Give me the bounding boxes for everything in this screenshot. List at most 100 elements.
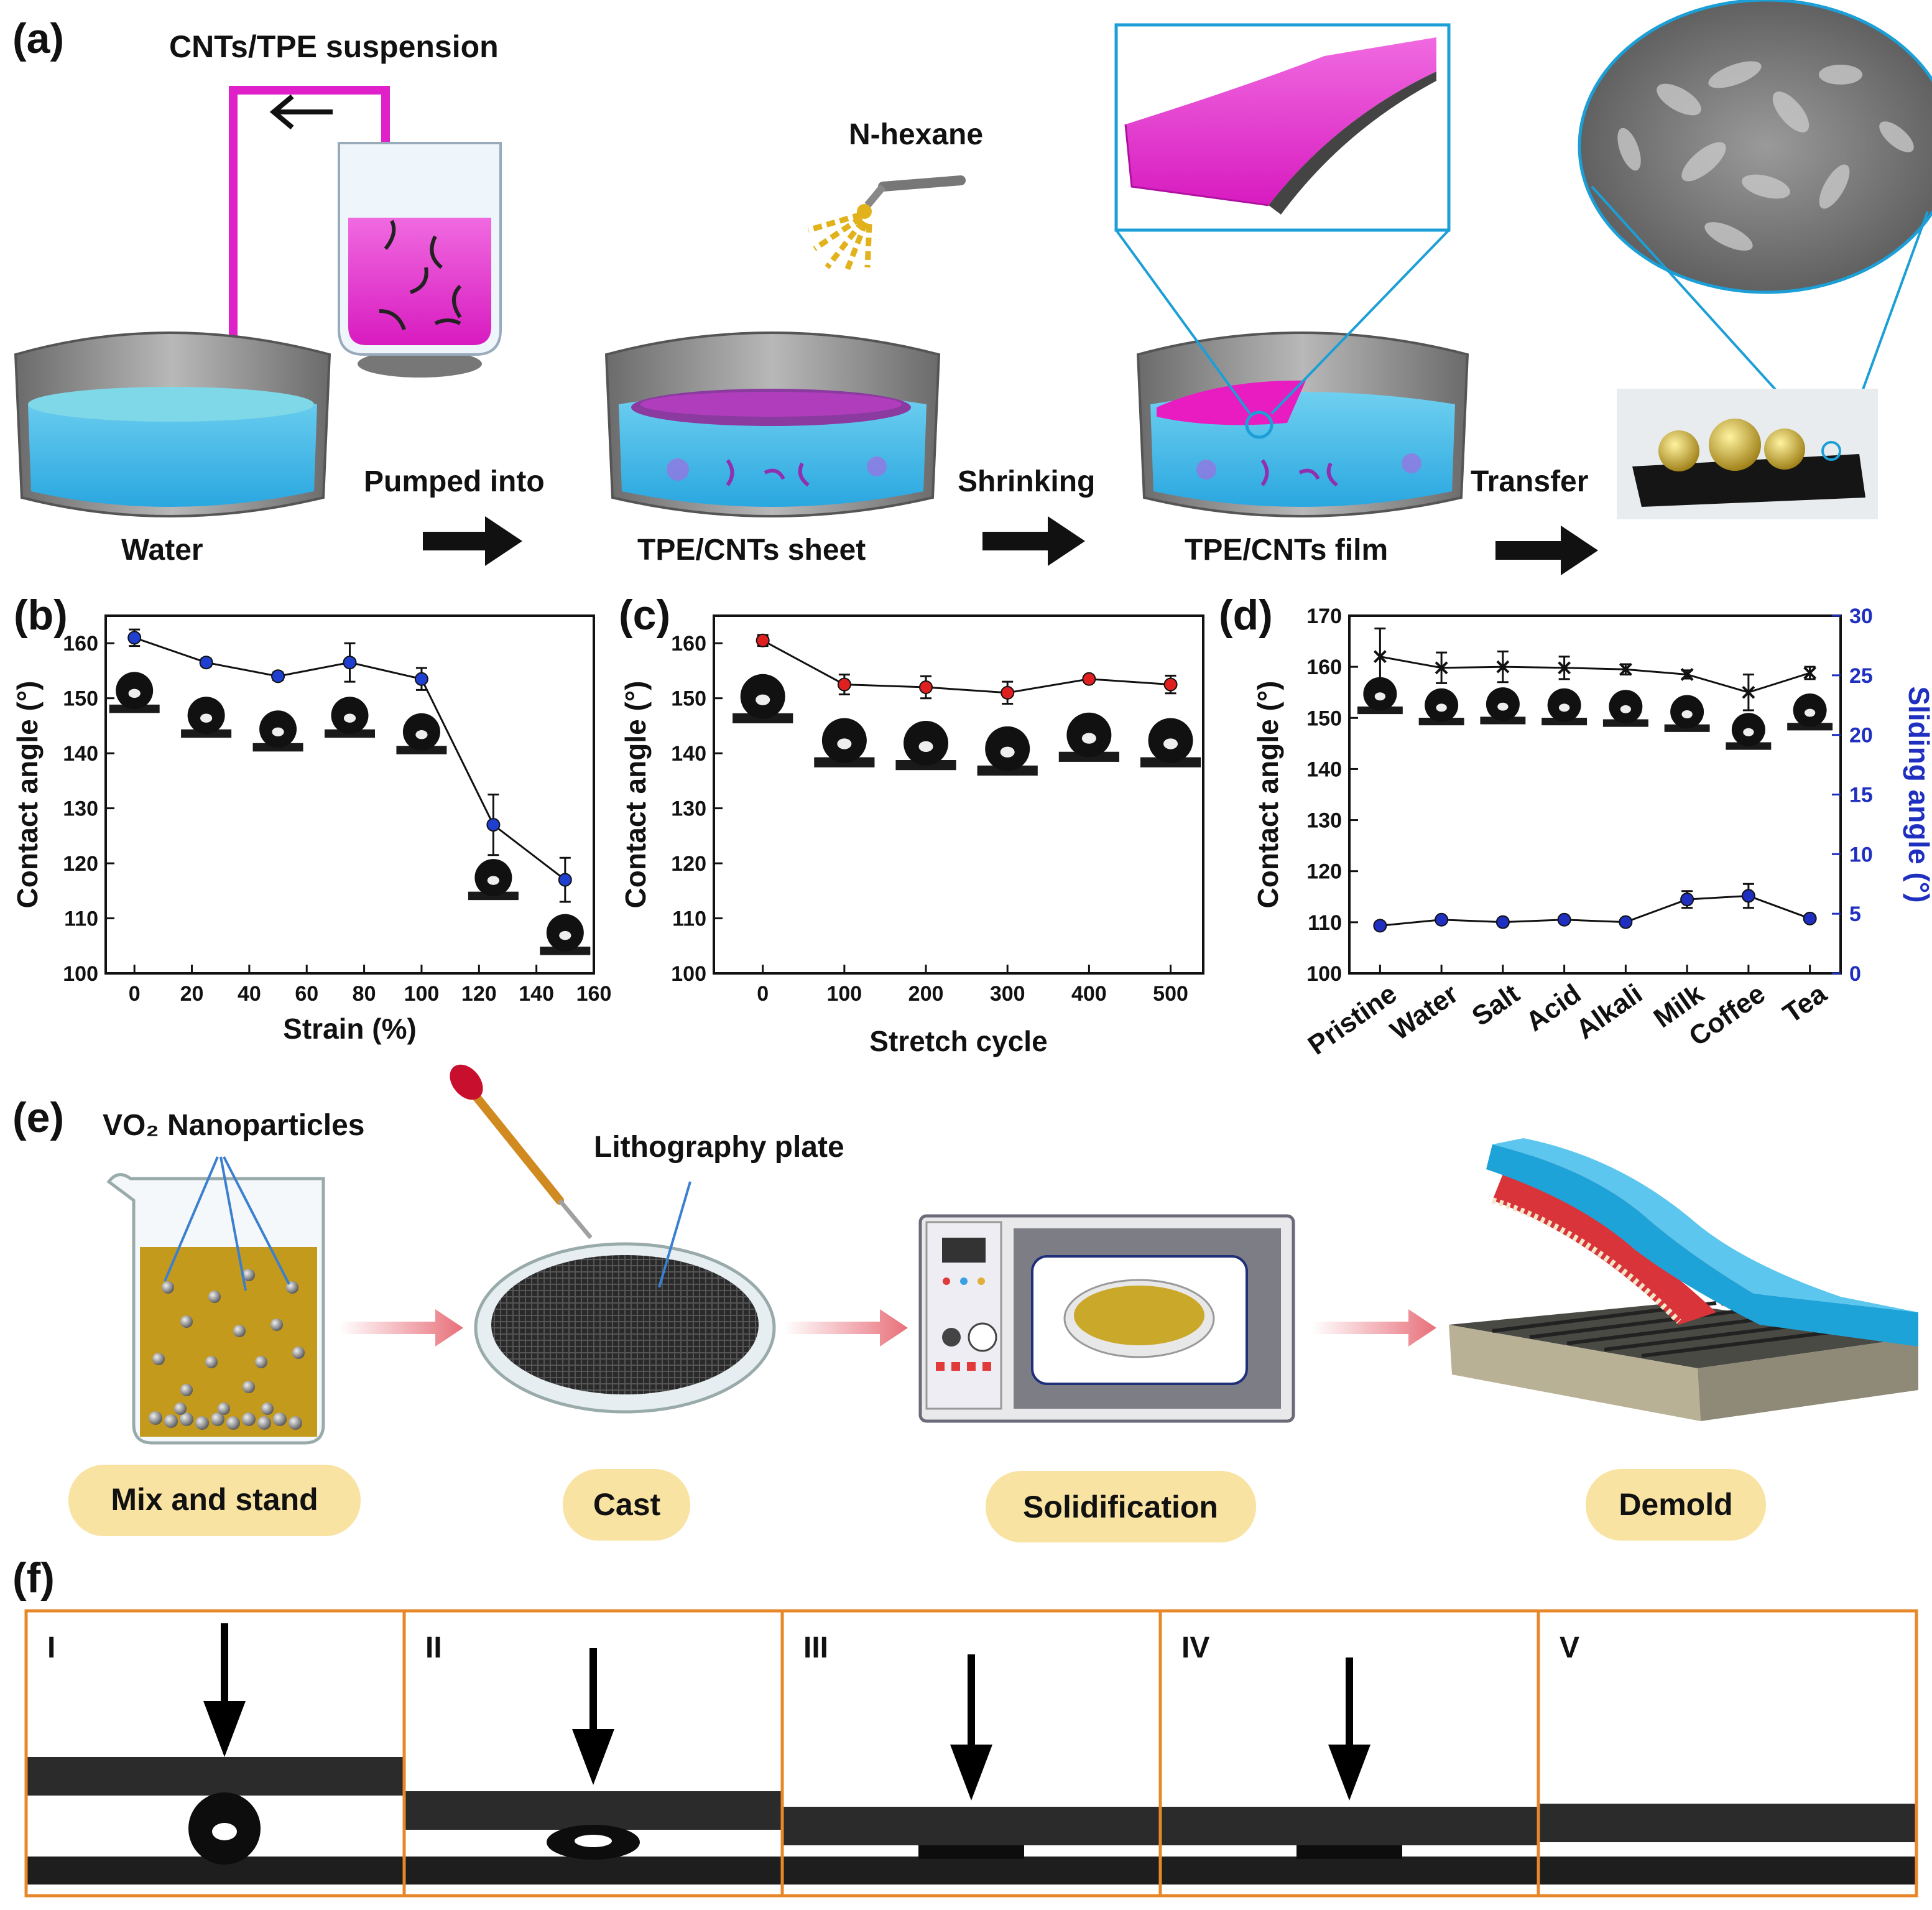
e-arrow-2-icon xyxy=(783,1309,908,1347)
data-point xyxy=(1001,685,1015,700)
frame-label: II xyxy=(425,1631,442,1664)
panel-d-label: (d) xyxy=(1219,591,1273,639)
data-point xyxy=(414,672,428,686)
press-arrowhead-icon xyxy=(572,1729,614,1785)
panel-c-label: (c) xyxy=(619,591,670,639)
droplet-image xyxy=(540,914,591,955)
press-arrowhead-icon xyxy=(950,1745,992,1801)
x-tick-label: 400 xyxy=(1071,982,1107,1006)
data-point xyxy=(1803,911,1817,925)
y-tick-label: 130 xyxy=(1306,809,1342,833)
y2-tick-label: 5 xyxy=(1849,902,1861,926)
y-tick-label: 130 xyxy=(671,797,706,821)
y-tick-label: 140 xyxy=(671,742,706,766)
y-tick-label: 110 xyxy=(1308,911,1342,935)
film-dish xyxy=(1136,331,1469,517)
data-point xyxy=(1803,666,1817,680)
y-axis-label: Contact angle (°) xyxy=(619,681,652,909)
step-pill-mix-label: Mix and stand xyxy=(111,1482,318,1517)
droplet-image xyxy=(1726,713,1772,750)
frame-border xyxy=(1537,1609,1918,1898)
panel-f-label: (f) xyxy=(12,1554,55,1602)
y2-tick-label: 30 xyxy=(1849,605,1873,628)
bottom-plate xyxy=(1538,1857,1916,1885)
y-tick-label: 110 xyxy=(672,907,706,931)
y-tick-label: 120 xyxy=(63,852,98,876)
top-plate xyxy=(26,1757,404,1796)
x-tick-label: 0 xyxy=(757,982,769,1006)
droplet xyxy=(1296,1845,1402,1859)
data-point xyxy=(1680,892,1694,907)
x-tick-label: 100 xyxy=(826,982,862,1006)
step-pill-mix: Mix and stand xyxy=(68,1465,361,1536)
y2-tick-label: 20 xyxy=(1849,724,1873,748)
droplet-image xyxy=(181,697,232,738)
mix-beaker xyxy=(106,1156,325,1445)
data-point xyxy=(1680,668,1694,681)
plot-frame xyxy=(104,614,595,975)
y-tick-label: 170 xyxy=(1306,605,1342,628)
x-tick-label: 100 xyxy=(404,982,440,1006)
data-point xyxy=(1495,915,1510,929)
frame-label: V xyxy=(1560,1631,1579,1664)
water-dish xyxy=(14,331,331,517)
y-tick-label: 140 xyxy=(63,742,98,766)
top-plate xyxy=(1538,1804,1916,1842)
hexane-sprayer xyxy=(807,175,966,275)
panel-b-label: (b) xyxy=(14,591,68,639)
series-line xyxy=(762,639,1171,694)
y-tick-label: 120 xyxy=(671,852,706,876)
droplet-highlight xyxy=(212,1823,237,1840)
droplet-image xyxy=(325,697,375,738)
x-tick-label: 0 xyxy=(129,982,141,1006)
frame-2: II xyxy=(402,1609,784,1898)
droplet-image xyxy=(1664,695,1710,732)
y2-axis-label: Sliding angle (°) xyxy=(1903,686,1932,902)
droplet-image xyxy=(814,718,875,767)
droplet-image xyxy=(895,721,956,771)
droplet-image xyxy=(109,672,160,713)
data-point xyxy=(1619,662,1632,676)
water-label: Water xyxy=(121,534,203,567)
frame-3: III xyxy=(780,1609,1162,1898)
category-label: Water xyxy=(1385,978,1464,1046)
frame-background xyxy=(1538,1611,1916,1896)
data-point xyxy=(1163,677,1178,692)
step-pill-solid-label: Solidification xyxy=(1023,1490,1218,1524)
demold-mold xyxy=(1449,1138,1918,1421)
step-arrow-2-icon xyxy=(982,516,1085,566)
cast-dish xyxy=(450,1064,776,1414)
panel-e: (e) VO₂ Nanoparticles Lithography plate xyxy=(12,1064,1918,1542)
data-point xyxy=(756,633,770,647)
panel-a-label: (a) xyxy=(12,15,64,62)
data-point xyxy=(199,656,213,670)
y-tick-label: 160 xyxy=(671,632,706,656)
data-point xyxy=(271,669,285,684)
step-pill-demold-label: Demold xyxy=(1619,1487,1732,1522)
data-point xyxy=(1435,912,1449,927)
y-tick-label: 150 xyxy=(671,687,706,711)
data-point xyxy=(1557,912,1571,927)
y-tick-label: 100 xyxy=(1306,962,1342,986)
oven xyxy=(918,1214,1295,1423)
x-tick-label: 200 xyxy=(908,982,944,1006)
step-pill-demold: Demold xyxy=(1586,1469,1766,1541)
y-tick-label: 100 xyxy=(63,962,98,986)
step-shrinking-label: Shrinking xyxy=(958,465,1095,498)
top-plate xyxy=(404,1791,782,1830)
data-point xyxy=(1558,661,1571,675)
top-plate xyxy=(1160,1807,1538,1845)
x-tick-label: 120 xyxy=(461,982,497,1006)
frame-label: I xyxy=(47,1631,55,1664)
nanoparticles-label: VO₂ Nanoparticles xyxy=(103,1109,364,1142)
droplet-image xyxy=(1480,687,1526,725)
e-arrow-1-icon xyxy=(339,1309,463,1347)
y-tick-label: 150 xyxy=(63,687,98,711)
lithography-label: Lithography plate xyxy=(594,1131,844,1164)
x-tick-label: 500 xyxy=(1153,982,1188,1006)
droplet-image xyxy=(1140,718,1201,767)
